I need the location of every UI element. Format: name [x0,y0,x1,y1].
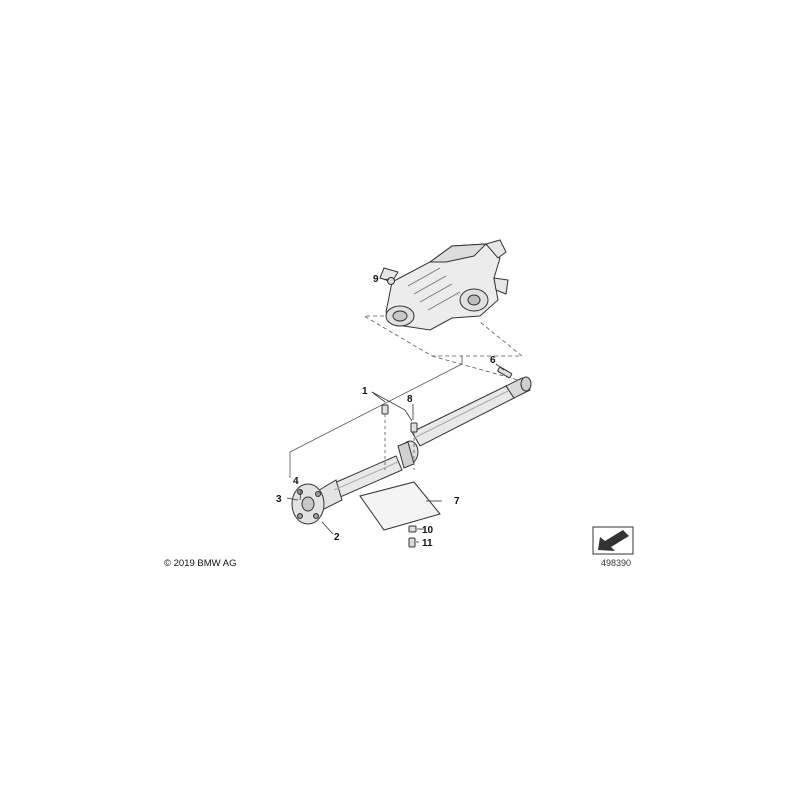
callout-8: 8 [407,394,413,405]
callout-2: 2 [334,532,340,543]
bolts-center-bearing [381,404,418,433]
document-number: 498390 [601,558,631,568]
callout-9: 9 [373,274,379,285]
bolt-6 [497,366,513,379]
callout-3: 3 [276,494,282,505]
callout-4: 4 [293,476,299,487]
bolt-guide-lines [384,414,415,470]
callout-11: 11 [422,538,433,549]
bolt-9 [387,277,395,285]
callout-7: 7 [454,496,460,507]
callout-10: 10 [422,525,434,536]
callout-6: 6 [490,355,496,366]
bolt-11 [408,537,416,548]
direction-arrow-icon [592,526,634,555]
heat-shield [359,481,441,531]
projection-lines [362,315,524,381]
rear-differential [379,239,509,331]
nut-10 [408,525,417,533]
callout-1: 1 [362,386,368,397]
leader-lines [286,278,505,543]
reference-bracket [289,356,463,478]
copyright-text: © 2019 BMW AG [164,558,236,569]
